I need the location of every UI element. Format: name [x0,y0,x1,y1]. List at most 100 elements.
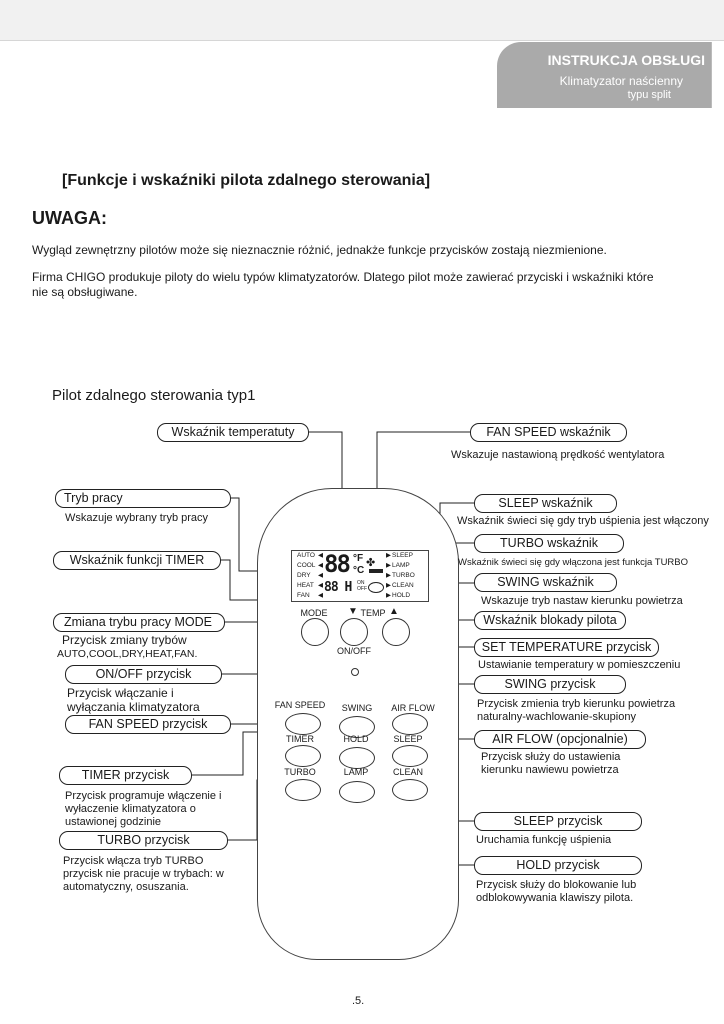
label-onoff-button: ON/OFF przycisk [65,665,222,684]
air-flow-caption: AIR FLOW [391,703,435,713]
hold-button-desc: Przycisk służy do blokowanie lub odbloko… [476,879,637,904]
lcd-temperature-digits: 88 [324,550,351,578]
turbo-button-desc: Przycisk włącza tryb TURBO przycisk nie … [63,855,224,893]
lcd-status-clean: CLEAN [392,582,414,589]
lcd-left-arrows: ◀◀◀◀◀ [318,552,323,599]
label-swing-button: SWING przycisk [474,675,626,694]
fan-symbol-icon: ✤ [366,557,376,569]
lcd-timer-digits: 88 H [324,580,352,595]
fan-speed-indicator-desc: Wskazuje nastawioną prędkość wentylatora [451,449,665,461]
sleep-indicator-desc: Wskaźnik świeci się gdy tryb uśpienia je… [457,515,709,527]
temp-caption: TEMP [360,608,386,618]
label-temperature-indicator: Wskaźnik temperatuty [157,423,309,442]
lcd-mode-auto: AUTO [297,552,315,559]
page-number: .5. [352,995,365,1007]
label-sleep-indicator: SLEEP wskaźnik [474,494,617,513]
swing-button[interactable] [339,716,375,738]
air-flow-button[interactable] [392,713,428,735]
swing-button-desc-1: Przycisk zmienia tryb kierunku powietrza [477,698,676,710]
sleep-button[interactable] [392,745,428,767]
lcd-right-arrows: ▶▶▶▶▶ [386,552,391,599]
mode-caption: MODE [300,608,328,618]
label-lock-indicator: Wskaźnik blokady pilota [474,611,626,630]
lcd-status-hold: HOLD [392,592,411,599]
header-edge [711,42,720,108]
lcd-mode-heat: HEAT [297,582,314,589]
temp-down-button[interactable] [340,618,368,646]
label-fan-speed-button: FAN SPEED przycisk [65,715,231,734]
set-temperature-desc: Ustawianie temperatury w pomieszczeniu [478,659,681,671]
temp-down-arrow-icon: ▼ [348,606,358,617]
label-mode-indicator: Tryb pracy [55,489,231,508]
clean-caption: CLEAN [392,767,423,777]
lcd-mode-cool: COOL [297,562,316,569]
air-flow-desc-1: Przycisk służy do ustawienia [481,751,621,763]
lamp-caption: LAMP [343,767,369,777]
top-band [0,0,724,41]
lcd-mode-fan: FAN [297,592,310,599]
clean-button[interactable] [392,779,428,801]
hold-button[interactable] [339,747,375,769]
mode-button-desc-1: Przycisk zmiany trybów [62,633,187,647]
label-fan-speed-indicator: FAN SPEED wskaźnik [470,423,627,442]
note-paragraph-1: Wygląd zewnętrzny pilotów może się niezn… [32,243,607,257]
onoff-desc-1: Przycisk włączanie i [67,686,174,700]
turbo-button[interactable] [285,779,321,801]
mode-indicator-desc: Wskazuje wybrany tryb pracy [65,512,209,524]
label-turbo-indicator: TURBO wskaźnik [474,534,624,553]
label-air-flow-button: AIR FLOW (opcjonalnie) [474,730,646,749]
lcd-timer-on: ON [357,580,365,586]
label-hold-button: HOLD przycisk [474,856,642,875]
label-sleep-button: SLEEP przycisk [474,812,642,831]
lcd-timer-off: OFF [357,586,367,592]
swing-button-desc: Przycisk zmienia tryb kierunku powietrza… [477,698,675,724]
label-timer-button: TIMER przycisk [59,766,192,785]
label-turbo-button: TURBO przycisk [59,831,228,850]
section-title: Pilot zdalnego sterowania typ1 [52,387,256,404]
turbo-indicator-desc: Wskaźnik świeci się gdy włączona jest fu… [458,557,689,568]
lcd-mode-dry: DRY [297,572,311,579]
lcd-status-lamp: LAMP [392,562,410,569]
onoff-button[interactable] [351,668,359,676]
lcd-status-sleep: SLEEP [392,552,413,559]
label-mode-button: Zmiana trybu pracy MODE [53,613,225,632]
lamp-button[interactable] [339,781,375,803]
header-title: INSTRUKCJA OBSŁUGI [547,52,705,68]
header-subtitle-2: typu split [627,89,671,101]
header-subtitle: Klimatyzator naścienny [559,74,683,88]
lcd-mode-list: AUTO COOL DRY HEAT FAN [297,551,315,601]
note-paragraph-2: Firma CHIGO produkuje piloty do wielu ty… [32,270,654,299]
header-tab: INSTRUKCJA OBSŁUGI Klimatyzator naścienn… [497,42,711,108]
fan-speed-bars-icon [369,569,383,573]
label-timer-indicator: Wskaźnik funkcji TIMER [53,551,221,570]
mode-button[interactable] [301,618,329,646]
sleep-button-desc: Uruchamia funkcję uśpienia [476,834,612,846]
label-swing-indicator: SWING wskaźnik [474,573,617,592]
onoff-caption: ON/OFF [337,646,371,656]
temp-up-button[interactable] [382,618,410,646]
mode-button-desc-2: AUTO,COOL,DRY,HEAT,FAN. [57,648,198,660]
lcd-unit-f: °F [353,553,364,564]
timer-button[interactable] [285,745,321,767]
lcd-status-turbo: TURBO [392,572,415,579]
lcd-unit-c: °C [353,565,365,576]
hold-caption: HOLD [343,734,369,744]
turbo-caption: TURBO [284,767,316,777]
temp-up-arrow-icon: ▲ [389,606,399,617]
onoff-desc-2: wyłączania klimatyzatora [67,700,200,714]
swing-caption: SWING [341,703,373,713]
timer-button-desc: Przycisk programuje włączenie i wyłaczen… [65,790,222,828]
fan-speed-caption: FAN SPEED [274,700,326,710]
timer-caption: TIMER [286,734,314,744]
fan-speed-button[interactable] [285,713,321,735]
page-heading: [Funkcje i wskaźniki pilota zdalnego ste… [62,172,431,189]
sleep-caption: SLEEP [393,734,423,744]
note-title: UWAGA: [32,208,107,228]
swing-symbol-icon [368,582,384,593]
lcd-status-list: SLEEP LAMP TURBO CLEAN HOLD [392,551,415,601]
swing-indicator-desc: Wskazuje tryb nastaw kierunku powietrza [481,595,683,607]
air-flow-desc-2: kierunku nawiewu powietrza [481,764,619,776]
